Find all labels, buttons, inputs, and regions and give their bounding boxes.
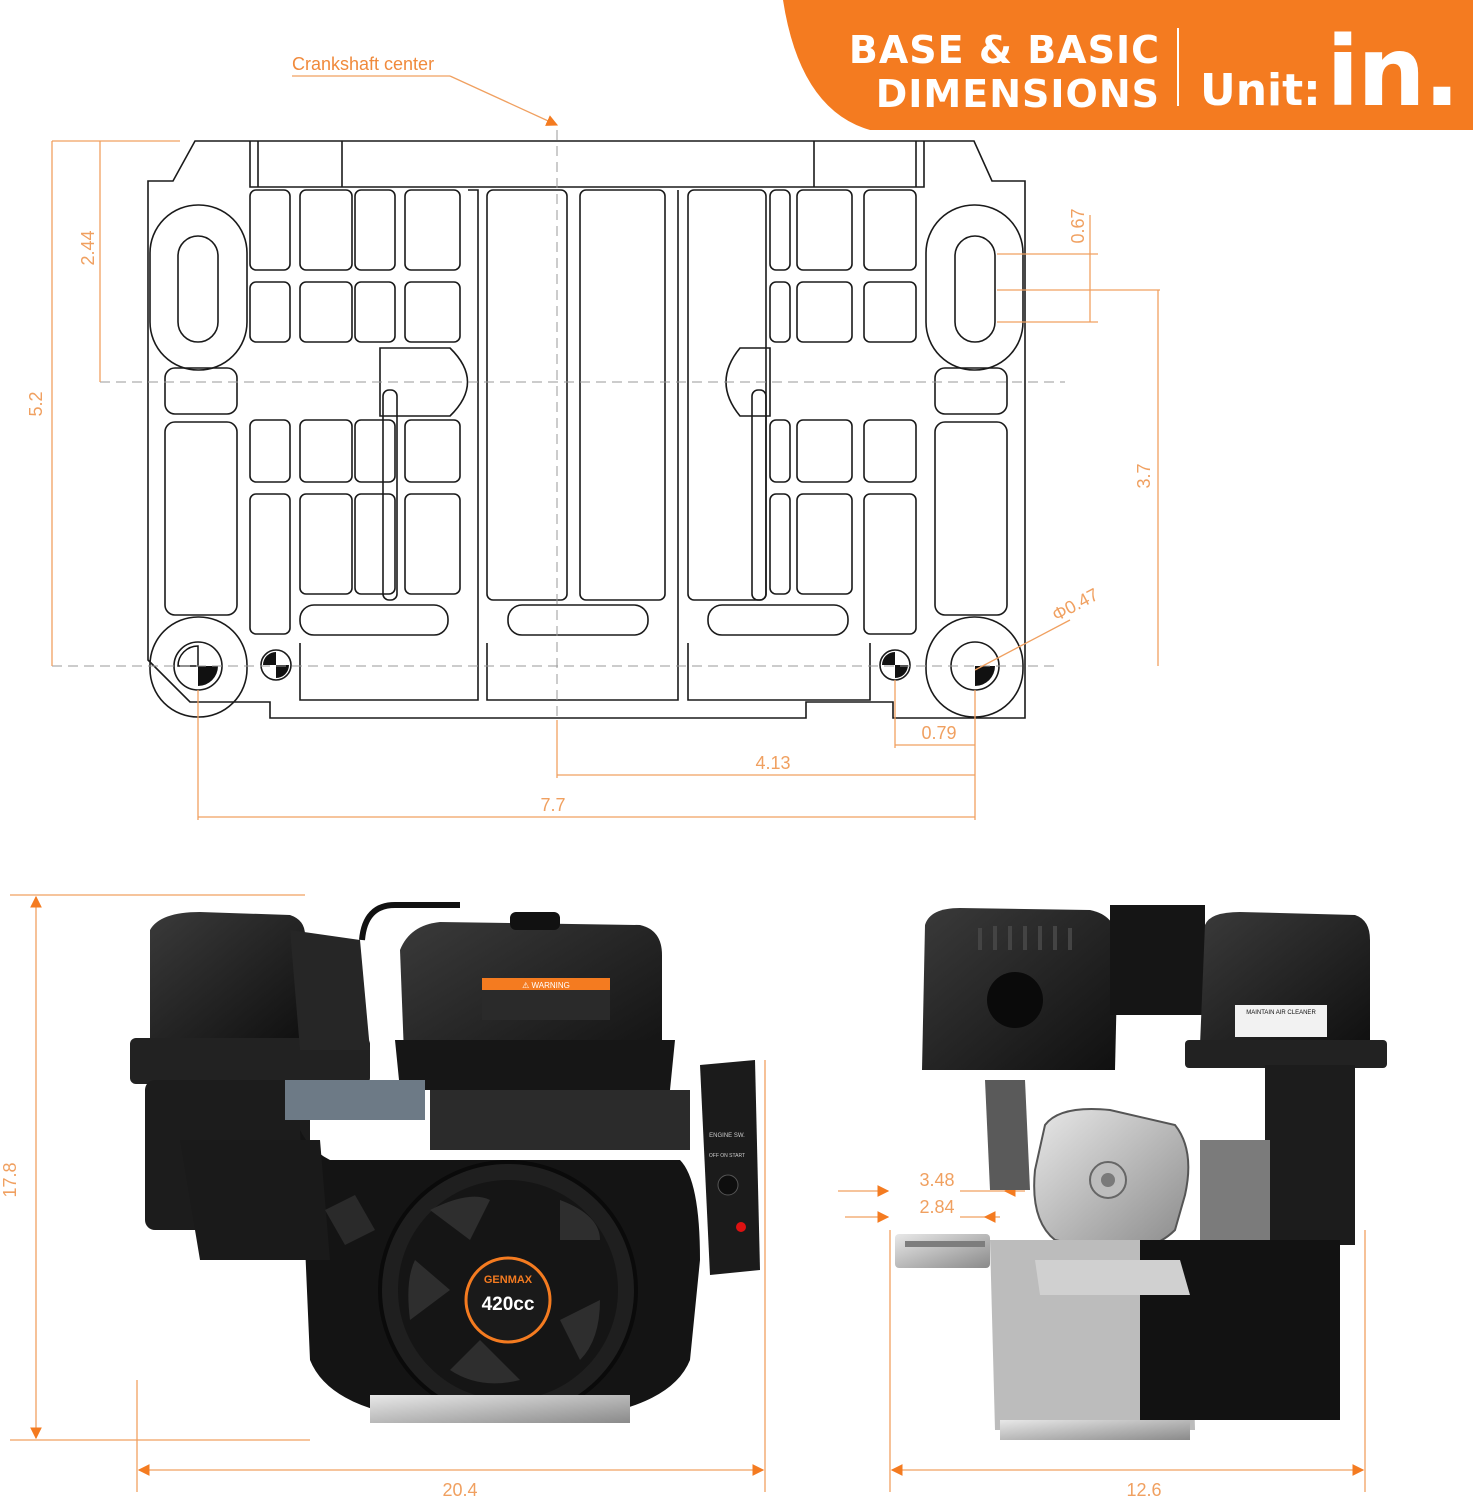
dim-base-height: 5.2 <box>26 391 46 416</box>
crankshaft-center-label: Crankshaft center <box>292 54 434 74</box>
unit-indicator: Unit: in. <box>1200 24 1460 120</box>
unit-value: in. <box>1326 16 1460 128</box>
dim-top-to-center: 2.44 <box>78 230 98 265</box>
dim-engine-height: 17.8 <box>0 1162 20 1197</box>
hole-markers <box>177 645 995 686</box>
engine-switch-positions: OFF ON START <box>709 1153 745 1159</box>
base-plate-drawing <box>147 140 1026 719</box>
dim-shaft-inner: 2.84 <box>919 1197 954 1217</box>
dim-shaft-outer: 3.48 <box>919 1170 954 1190</box>
front-engine-dimensions <box>10 894 766 1492</box>
dim-hole-to-slot: 3.7 <box>1134 463 1154 488</box>
brand-badge <box>464 1256 552 1344</box>
unit-prefix: Unit: <box>1200 65 1321 116</box>
header-title-line1: BASE & BASIC <box>848 28 1160 72</box>
engine-side-view: MAINTAIN AIR CLEANER <box>895 905 1387 1440</box>
crankshaft <box>895 1234 990 1268</box>
warning-label: ⚠ WARNING <box>522 981 570 990</box>
header-title: BASE & BASIC DIMENSIONS <box>820 28 1160 116</box>
dim-engine-width: 20.4 <box>442 1480 477 1500</box>
air-cleaner-label: MAINTAIN AIR CLEANER <box>1246 1010 1316 1016</box>
dim-engine-depth: 12.6 <box>1126 1480 1161 1500</box>
header-title-line2: DIMENSIONS <box>875 72 1160 116</box>
dim-slot-length: 0.67 <box>1068 208 1088 243</box>
dim-hole-offset: 0.79 <box>921 723 956 743</box>
engine-front-view: ⚠ WARNING GENMAX 420cc ENGINE SW. OFF ON… <box>130 902 760 1423</box>
header-banner <box>783 0 1473 130</box>
displacement-label: 420cc <box>482 1294 535 1315</box>
dim-hole-spacing: 7.7 <box>540 795 565 815</box>
side-engine-dimensions <box>838 1185 1366 1492</box>
centerlines <box>52 130 1065 720</box>
dim-center-to-hole: 4.13 <box>755 753 790 773</box>
brand-name: GENMAX <box>484 1274 533 1286</box>
dimension-lines <box>51 75 1160 820</box>
dim-hole-diameter: Φ0.47 <box>1049 584 1102 625</box>
engine-switch-label: ENGINE SW. <box>709 1133 745 1139</box>
base-outline <box>147 140 1026 719</box>
